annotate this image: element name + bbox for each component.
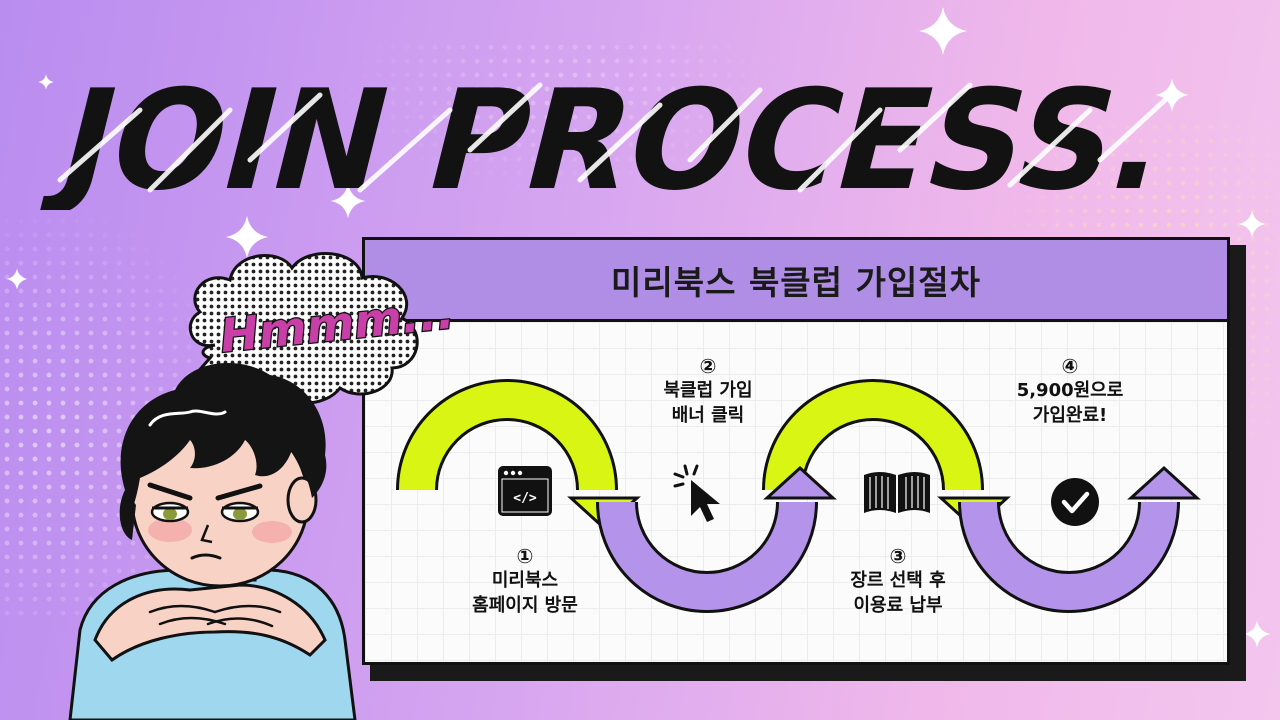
- clasped-hands: [93, 583, 327, 663]
- page-title: JOIN PROCESS.: [37, 61, 1185, 210]
- sparkle-icon: [1155, 78, 1189, 112]
- svg-text:</>: </>: [513, 491, 537, 506]
- sparkle-icon: [38, 74, 54, 90]
- cursor-click-icon: [673, 464, 720, 522]
- step-3-label: ③ 장르 선택 후 이용료 납부: [850, 544, 946, 616]
- sparkle-icon: [6, 268, 28, 290]
- card-header: 미리북스 북클럽 가입절차: [365, 240, 1227, 322]
- step-2-label: ② 북클럽 가입 배너 클릭: [663, 354, 753, 426]
- check-circle-icon: [1051, 478, 1099, 526]
- sparkle-icon: [1243, 620, 1271, 648]
- title-text: JOIN PROCESS.: [37, 61, 1185, 210]
- sparkle-icon: [330, 183, 366, 219]
- sparkle-icon: [919, 7, 967, 55]
- thinking-character: Hmmm...: [68, 252, 458, 720]
- halftone-top: [330, 40, 790, 200]
- step-4-label: ④ 5,900원으로 가입완료!: [1016, 354, 1124, 426]
- step-1-label: ① 미리북스 홈페이지 방문: [472, 544, 578, 616]
- sparkle-icon: [225, 215, 269, 259]
- process-card: 미리북스 북클럽 가입절차: [362, 237, 1230, 665]
- sparkle-icon: [1238, 210, 1266, 238]
- open-book-icon: [864, 472, 930, 513]
- card-title: 미리북스 북클럽 가입절차: [611, 262, 981, 302]
- flow-diagram: </>: [396, 379, 1201, 613]
- browser-code-icon: </>: [498, 466, 552, 516]
- card-body: </>: [365, 322, 1227, 662]
